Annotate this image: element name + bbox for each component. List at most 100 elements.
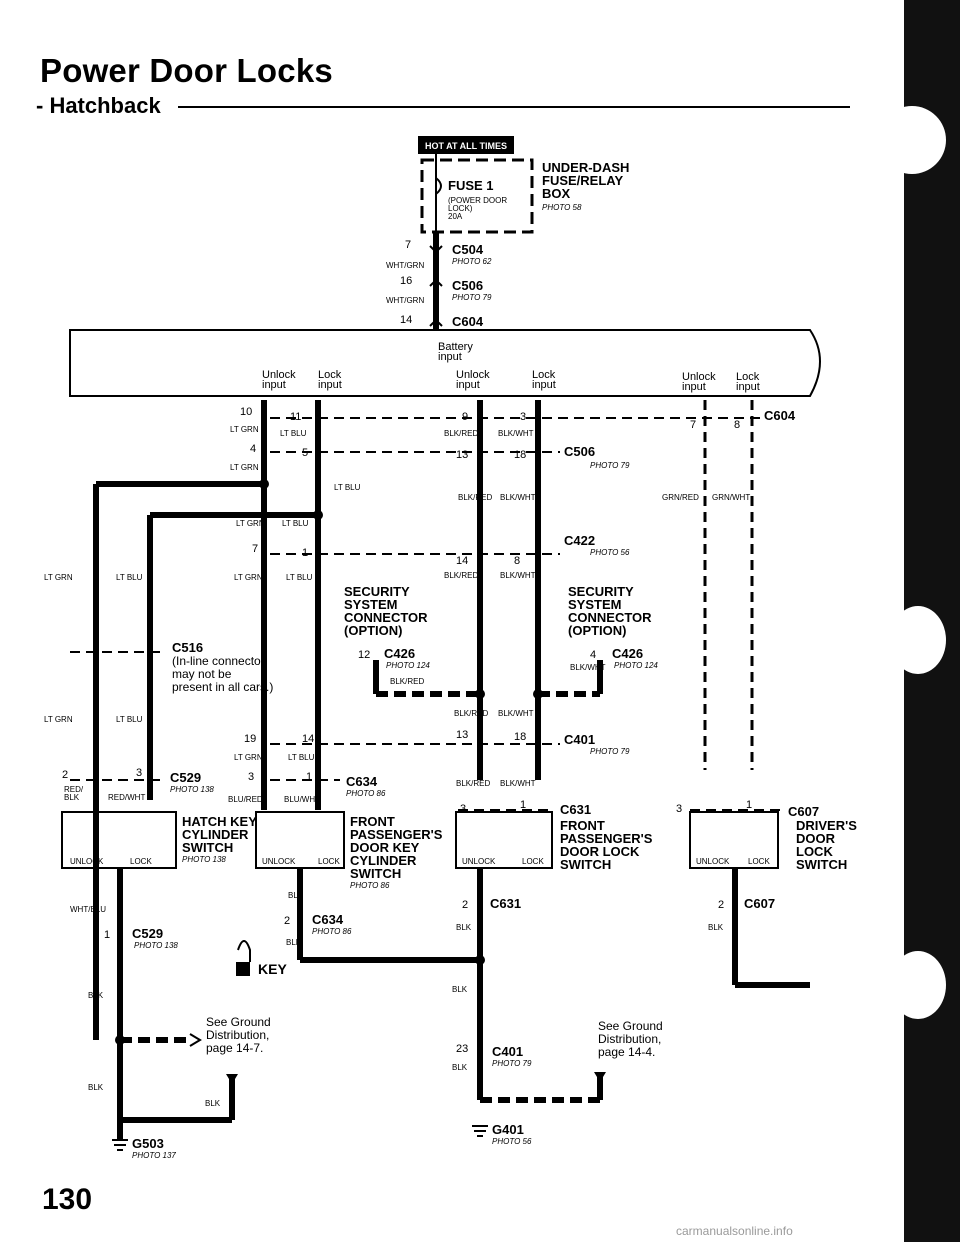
svg-text:KEY: KEY xyxy=(258,961,287,977)
svg-text:LT BLU: LT BLU xyxy=(288,753,315,762)
svg-text:C529: C529 xyxy=(132,926,163,941)
svg-text:13: 13 xyxy=(456,449,468,461)
svg-text:WHT/BLU: WHT/BLU xyxy=(70,905,106,914)
svg-text:LT BLU: LT BLU xyxy=(280,429,307,438)
svg-text:BLK/WHT: BLK/WHT xyxy=(570,663,606,672)
svg-text:PHOTO 138: PHOTO 138 xyxy=(134,941,178,950)
svg-text:C607: C607 xyxy=(744,896,775,911)
svg-text:BLK: BLK xyxy=(288,891,304,900)
svg-text:2: 2 xyxy=(718,899,724,911)
svg-text:BLK: BLK xyxy=(452,1063,468,1072)
svg-text:LT GRN: LT GRN xyxy=(230,463,259,472)
svg-text:input: input xyxy=(318,379,342,391)
ground-symbol-icon xyxy=(112,1139,128,1151)
svg-text:(OPTION): (OPTION) xyxy=(344,623,403,638)
svg-text:LOCK: LOCK xyxy=(522,857,544,866)
svg-text:C516: C516 xyxy=(172,640,203,655)
svg-text:12: 12 xyxy=(358,649,370,661)
svg-text:SWITCH: SWITCH xyxy=(796,857,847,872)
svg-text:C506: C506 xyxy=(564,444,595,459)
svg-text:SWITCH: SWITCH xyxy=(350,866,401,881)
svg-text:PHOTO 86: PHOTO 86 xyxy=(350,881,390,890)
footer-watermark: carmanualsonline.info xyxy=(676,1224,793,1238)
svg-text:PASSENGER'S: PASSENGER'S xyxy=(350,827,443,842)
page-subtitle: - Hatchback xyxy=(36,93,161,118)
svg-text:BLK: BLK xyxy=(88,991,104,1000)
svg-text:C506: C506 xyxy=(452,278,483,293)
svg-text:UNLOCK: UNLOCK xyxy=(262,857,296,866)
key-ring-icon xyxy=(237,940,251,962)
svg-text:LT BLU: LT BLU xyxy=(334,483,361,492)
svg-text:PHOTO 86: PHOTO 86 xyxy=(346,789,386,798)
svg-text:LOCK: LOCK xyxy=(796,844,833,859)
svg-text:C401: C401 xyxy=(492,1044,523,1059)
svg-text:C529: C529 xyxy=(170,770,201,785)
svg-text:20A: 20A xyxy=(448,212,463,221)
svg-text:UNLOCK: UNLOCK xyxy=(70,857,104,866)
svg-text:C504: C504 xyxy=(452,242,484,257)
svg-text:C604: C604 xyxy=(452,314,484,329)
svg-text:18: 18 xyxy=(514,731,526,743)
svg-text:LT BLU: LT BLU xyxy=(282,519,309,528)
svg-text:SWITCH: SWITCH xyxy=(560,857,611,872)
svg-text:PHOTO 62: PHOTO 62 xyxy=(452,257,492,266)
svg-text:(OPTION): (OPTION) xyxy=(568,623,627,638)
svg-text:2: 2 xyxy=(284,915,290,927)
svg-text:Distribution,: Distribution, xyxy=(598,1032,661,1046)
svg-text:PHOTO 79: PHOTO 79 xyxy=(492,1059,532,1068)
svg-text:PHOTO 138: PHOTO 138 xyxy=(170,785,214,794)
svg-text:LT GRN: LT GRN xyxy=(44,715,73,724)
subtitle-rule xyxy=(178,106,850,108)
svg-text:input: input xyxy=(456,379,480,391)
svg-text:input: input xyxy=(682,381,706,393)
svg-text:BLK/RED: BLK/RED xyxy=(444,571,478,580)
svg-text:CYLINDER: CYLINDER xyxy=(350,853,417,868)
svg-text:WHT/GRN: WHT/GRN xyxy=(386,261,424,270)
svg-text:PHOTO 124: PHOTO 124 xyxy=(386,661,430,670)
svg-text:PHOTO 79: PHOTO 79 xyxy=(590,747,630,756)
svg-text:SWITCH: SWITCH xyxy=(182,840,233,855)
svg-text:3: 3 xyxy=(676,803,682,815)
svg-text:1: 1 xyxy=(746,799,752,811)
svg-text:input: input xyxy=(438,351,462,363)
svg-text:LT GRN: LT GRN xyxy=(230,425,259,434)
svg-text:FRONT: FRONT xyxy=(350,814,395,829)
svg-text:See Ground: See Ground xyxy=(206,1015,271,1029)
svg-text:C401: C401 xyxy=(564,732,595,747)
svg-text:CONNECTOR: CONNECTOR xyxy=(344,610,428,625)
fuse-box-outline xyxy=(420,158,534,234)
svg-text:1: 1 xyxy=(302,547,308,559)
svg-text:BLK/WHT: BLK/WHT xyxy=(500,493,536,502)
svg-text:BLK: BLK xyxy=(456,923,472,932)
svg-text:7: 7 xyxy=(252,543,258,555)
svg-text:C422: C422 xyxy=(564,533,595,548)
svg-text:14: 14 xyxy=(400,314,412,326)
fuse-symbol-icon xyxy=(435,177,442,195)
svg-text:page 14-4.: page 14-4. xyxy=(598,1045,655,1059)
fuse-name: FUSE 1 xyxy=(448,178,494,193)
svg-text:BLK: BLK xyxy=(708,923,724,932)
svg-text:FUSE/RELAY: FUSE/RELAY xyxy=(542,173,623,188)
svg-text:4: 4 xyxy=(590,649,596,661)
front-lock-switch-box xyxy=(455,811,553,869)
svg-text:Unlock: Unlock xyxy=(262,369,296,381)
svg-text:C426: C426 xyxy=(384,646,415,661)
svg-text:CONNECTOR: CONNECTOR xyxy=(568,610,652,625)
svg-text:9: 9 xyxy=(462,411,468,423)
svg-text:LT GRN: LT GRN xyxy=(234,753,263,762)
svg-text:GRN/WHT: GRN/WHT xyxy=(712,493,750,502)
ground-ref-arrow-icon xyxy=(189,1033,202,1047)
svg-text:Lock: Lock xyxy=(318,369,342,381)
svg-text:GRN/RED: GRN/RED xyxy=(662,493,699,502)
svg-text:PHOTO 79: PHOTO 79 xyxy=(590,461,630,470)
svg-text:7: 7 xyxy=(690,419,696,431)
edge-tabs xyxy=(878,106,946,1019)
svg-text:LT BLU: LT BLU xyxy=(116,715,143,724)
hot-label: HOT AT ALL TIMES xyxy=(425,141,507,151)
svg-text:SYSTEM: SYSTEM xyxy=(344,597,397,612)
svg-text:Distribution,: Distribution, xyxy=(206,1028,269,1042)
svg-text:(In-line connector;: (In-line connector; xyxy=(172,654,268,668)
svg-text:BLK/RED: BLK/RED xyxy=(454,709,488,718)
svg-text:BLK/WHT: BLK/WHT xyxy=(498,429,534,438)
